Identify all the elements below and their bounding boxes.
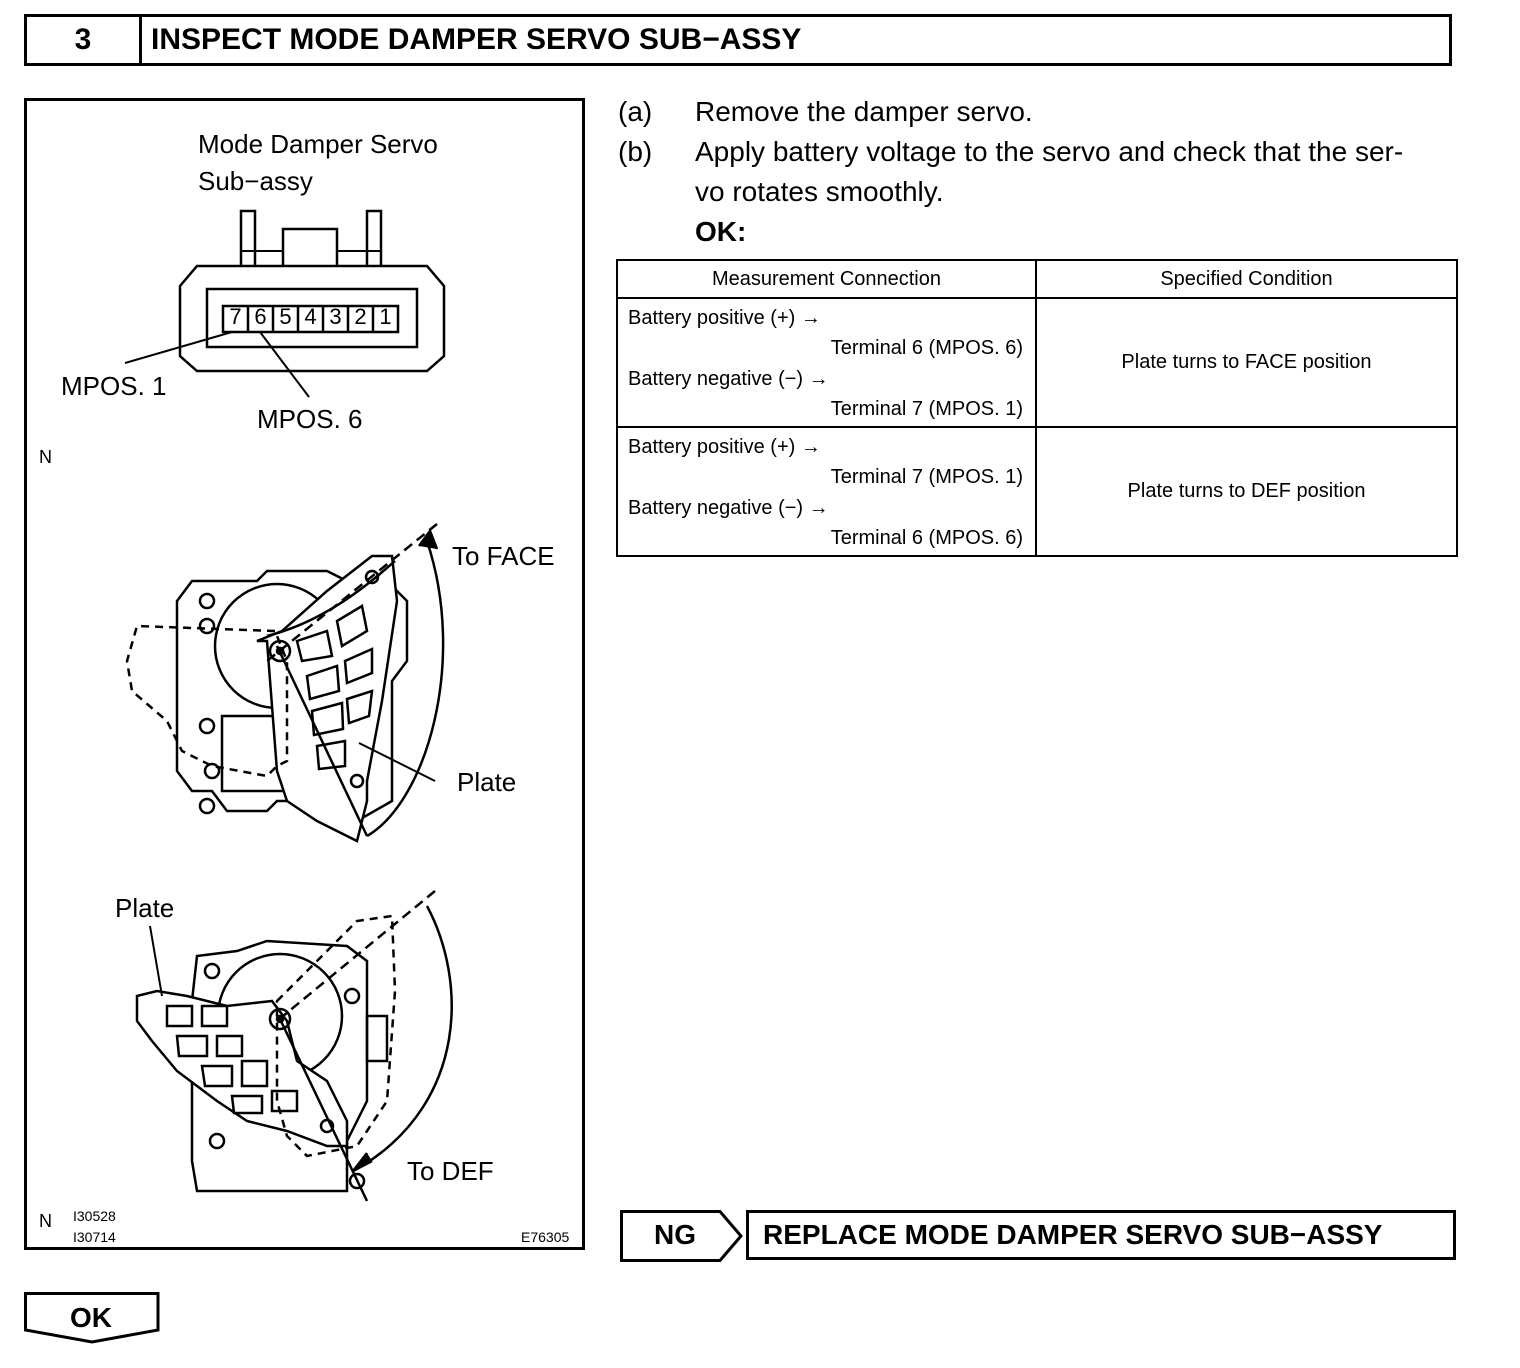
step-number: 3 xyxy=(27,17,142,63)
table-row: Battery positive (+) → Terminal 6 (MPOS.… xyxy=(616,297,1458,428)
connection-line: Terminal 6 (MPOS. 6) xyxy=(830,337,1023,359)
step-a-text: Remove the damper servo. xyxy=(695,96,1033,127)
to-def-label: To DEF xyxy=(407,1156,494,1186)
pin-label: 3 xyxy=(329,304,342,329)
def-axis-line xyxy=(276,890,436,1022)
step-header: 3 INSPECT MODE DAMPER SERVO SUB−ASSY xyxy=(24,14,1452,66)
figure-code: E76305 xyxy=(521,1229,570,1245)
ok-spec-label: OK: xyxy=(695,216,747,247)
connector-inner xyxy=(205,287,419,349)
connector-title-line2: Sub−assy xyxy=(198,166,313,196)
def-dashed-outline xyxy=(275,914,397,1158)
servo-def-drawing xyxy=(135,890,453,1202)
to-face-label: To FACE xyxy=(452,541,555,571)
face-dashed-outline xyxy=(125,624,289,778)
connection-cell: Battery positive (+) → Terminal 6 (MPOS.… xyxy=(616,297,1037,428)
ok-arrow-box xyxy=(24,1292,160,1344)
face-arrow-arc xyxy=(366,540,445,838)
connection-line: Battery positive (+) → xyxy=(628,436,821,458)
step-b-marker: (b) xyxy=(618,136,653,167)
pin-label: 2 xyxy=(354,304,367,329)
mpos6-label: MPOS. 6 xyxy=(257,404,363,434)
pin-label: 7 xyxy=(229,304,242,329)
pin-dividers xyxy=(246,306,375,332)
plate-leader-1 xyxy=(358,742,436,782)
connection-line: Terminal 7 (MPOS. 1) xyxy=(830,398,1023,420)
connection-cell: Battery positive (+) → Terminal 7 (MPOS.… xyxy=(616,426,1037,557)
plate-label-lower: Plate xyxy=(115,893,175,923)
step-b-text-line1: Apply battery voltage to the servo and c… xyxy=(695,136,1404,167)
replace-instruction: REPLACE MODE DAMPER SERVO SUB−ASSY xyxy=(746,1210,1456,1260)
connector-body xyxy=(178,264,446,373)
face-axis-line xyxy=(266,523,438,662)
mpos6-leader xyxy=(259,331,310,398)
step-b-text-line2: vo rotates smoothly. xyxy=(695,176,944,207)
image-code-1: I30528 xyxy=(73,1208,116,1224)
ng-label: NG xyxy=(654,1219,696,1250)
plate-label-upper: Plate xyxy=(457,767,517,797)
pin-label: 5 xyxy=(279,304,292,329)
pin-label: 6 xyxy=(254,304,267,329)
pin-row xyxy=(221,304,400,334)
step-title: INSPECT MODE DAMPER SERVO SUB−ASSY xyxy=(151,23,802,56)
header-specified-condition: Specified Condition xyxy=(1035,259,1458,299)
mpos1-leader xyxy=(124,331,233,364)
connector-title-line1: Mode Damper Servo xyxy=(198,129,438,159)
header-measurement-connection: Measurement Connection xyxy=(616,259,1037,299)
connection-line: Terminal 6 (MPOS. 6) xyxy=(830,527,1023,549)
servo-illustration xyxy=(124,209,453,1202)
n-mark-2: N xyxy=(39,1211,52,1231)
connection-line: Battery positive (+) → xyxy=(628,307,821,329)
pin-label: 4 xyxy=(304,304,317,329)
connector-latch xyxy=(239,209,383,266)
def-arrow-arc xyxy=(361,905,453,1168)
condition-cell: Plate turns to FACE position xyxy=(1035,297,1458,428)
plate-leader-2 xyxy=(149,925,163,997)
table-header-row: Measurement Connection Specified Conditi… xyxy=(616,259,1458,299)
pin-label: 1 xyxy=(379,304,392,329)
mpos1-label: MPOS. 1 xyxy=(61,371,167,401)
table-row: Battery positive (+) → Terminal 7 (MPOS.… xyxy=(616,426,1458,557)
ng-arrow-box xyxy=(620,1210,743,1262)
servo-face-drawing xyxy=(125,523,445,843)
n-mark-1: N xyxy=(39,447,52,467)
connection-line: Battery negative (−) → xyxy=(628,497,829,519)
step-a-marker: (a) xyxy=(618,96,653,127)
image-code-2: I30714 xyxy=(73,1229,116,1245)
spec-table: Measurement Connection Specified Conditi… xyxy=(616,259,1458,557)
condition-cell: Plate turns to DEF position xyxy=(1035,426,1458,557)
connection-line: Battery negative (−) → xyxy=(628,368,829,390)
ok-result-label: OK xyxy=(70,1302,112,1333)
connection-line: Terminal 7 (MPOS. 1) xyxy=(830,466,1023,488)
